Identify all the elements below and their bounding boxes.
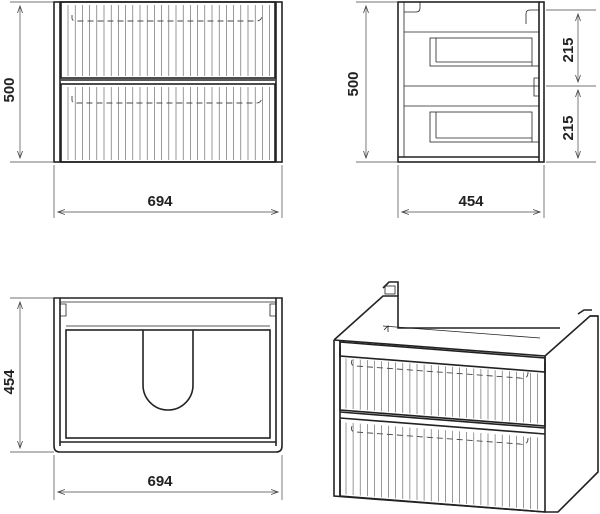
front-upper-handle-groove: [71, 14, 263, 22]
iso-wall-bracket: [382, 281, 399, 296]
side-view: 500 215 215 454: [345, 1, 596, 218]
front-upper-drawer: [60, 1, 276, 79]
isometric-view: [333, 281, 599, 513]
iso-top-right-edge: [544, 315, 598, 357]
iso-top-left-edge: [333, 295, 560, 341]
side-upper-drawer-box: [429, 37, 533, 67]
iso-right-side-face: [545, 315, 599, 513]
iso-drawer-gap-bottom: [339, 417, 546, 435]
iso-drawer-gap-top: [339, 411, 546, 429]
front-width-label: 694: [147, 193, 173, 210]
side-lower-drawer-label: 215: [560, 115, 577, 140]
top-drawer-box: [65, 329, 271, 439]
front-lower-drawer: [60, 83, 276, 163]
front-view: 500 694: [1, 1, 283, 218]
side-depth-label: 454: [458, 193, 484, 210]
iso-upper-drawer: [339, 346, 546, 427]
iso-flutes: [345, 358, 539, 510]
iso-lower-drawer: [339, 420, 546, 513]
top-right-notch: [269, 303, 276, 317]
top-left-notch: [60, 303, 67, 317]
side-lower-drawer-box: [429, 111, 533, 143]
iso-bracket-hole: [384, 285, 396, 295]
iso-rail-bracket: [383, 325, 389, 332]
side-upper-drawer-label: 215: [560, 37, 577, 62]
side-upper-runner-stop: [525, 9, 539, 24]
top-view: 454 694: [1, 297, 283, 500]
top-siphon-cutout: [142, 330, 194, 411]
top-cabinet-outline: [53, 297, 283, 453]
front-height-label: 500: [1, 77, 18, 102]
front-flutes: [67, 5, 270, 160]
iso-lower-handle-groove: [351, 425, 529, 445]
iso-right-bracket: [577, 309, 592, 315]
side-height-label: 500: [345, 71, 362, 96]
top-depth-label: 454: [1, 369, 18, 395]
side-middle-runner-stop: [533, 77, 539, 97]
front-lower-handle-groove: [71, 95, 263, 104]
iso-top-front-edge: [333, 339, 546, 357]
side-cabinet-outline: [397, 1, 545, 163]
side-top-cutout: [404, 2, 421, 13]
iso-back-rail: [382, 325, 541, 339]
top-width-label: 694: [147, 473, 173, 490]
